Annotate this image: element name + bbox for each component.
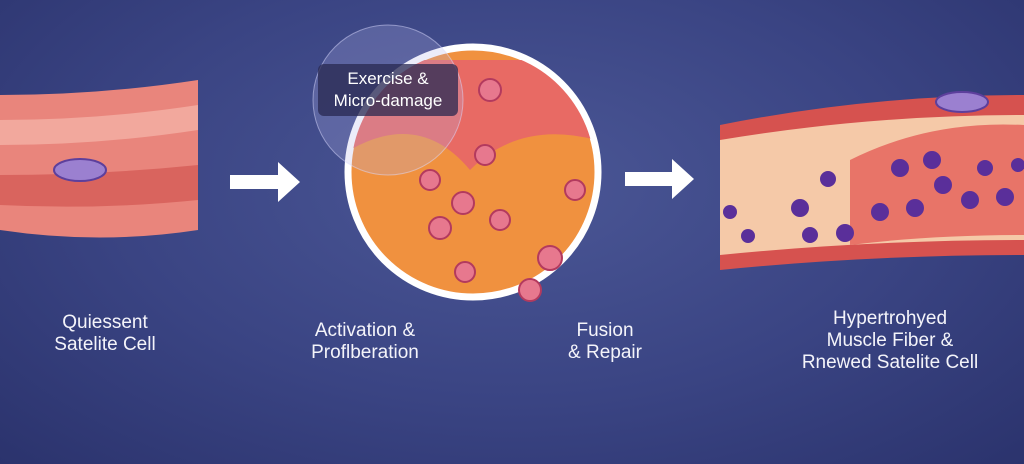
satellite-cell [935,91,989,113]
hypertrophied-muscle-fiber [720,91,1024,270]
callout-line-2: Micro-damage [333,91,443,110]
stage-label-activation: Activation & Proflberation [311,320,419,363]
satellite-cell [53,158,107,182]
stage-label-quiescent: Quiessent Satelite Cell [54,312,156,355]
quiescent-muscle-fiber [0,80,198,238]
arrow-icon [230,162,300,202]
stage-label-hypertrophied: Hypertrohyed Muscle Fiber & Rnewed Satel… [801,308,979,373]
arrow-icon [625,159,694,199]
exercise-callout: Exercise & Micro-damage [318,64,458,116]
stage-label-fusion: Fusion & Repair [568,320,642,363]
callout-line-1: Exercise & [347,69,429,88]
